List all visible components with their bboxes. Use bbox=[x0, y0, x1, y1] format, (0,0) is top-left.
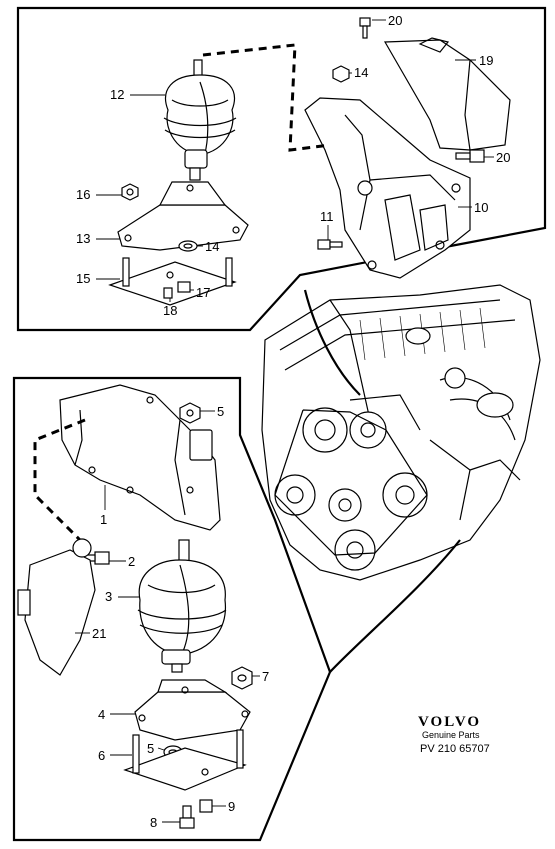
svg-text:18: 18 bbox=[163, 303, 177, 318]
callout-12: 12 bbox=[110, 87, 165, 102]
svg-text:2: 2 bbox=[128, 554, 135, 569]
svg-text:17: 17 bbox=[196, 285, 210, 300]
svg-text:12: 12 bbox=[110, 87, 124, 102]
svg-text:1: 1 bbox=[100, 512, 107, 527]
brand-tagline: Genuine Parts bbox=[422, 730, 480, 740]
svg-text:20: 20 bbox=[388, 13, 402, 28]
bolt-8 bbox=[179, 805, 195, 829]
svg-text:14: 14 bbox=[354, 65, 368, 80]
bolt-20-side bbox=[455, 149, 485, 163]
callout-14-upper: 14 bbox=[349, 65, 368, 80]
callout-11: 11 bbox=[320, 209, 334, 240]
bracket-4 bbox=[134, 679, 251, 741]
callout-8: 8 bbox=[150, 815, 180, 830]
nut-16 bbox=[121, 183, 139, 201]
nut-14-upper bbox=[332, 65, 350, 83]
callout-18: 18 bbox=[163, 298, 177, 318]
svg-text:21: 21 bbox=[92, 626, 106, 641]
engine-link-upper bbox=[303, 289, 361, 396]
plate-6 bbox=[123, 729, 247, 791]
svg-text:4: 4 bbox=[98, 707, 105, 722]
svg-text:20: 20 bbox=[496, 150, 510, 165]
cover-21 bbox=[17, 538, 96, 676]
nut-7 bbox=[231, 666, 253, 690]
callout-5-upper: 5 bbox=[200, 404, 224, 419]
svg-text:8: 8 bbox=[150, 815, 157, 830]
svg-text:7: 7 bbox=[262, 669, 269, 684]
callout-9: 9 bbox=[212, 799, 235, 814]
callout-17: 17 bbox=[190, 285, 210, 300]
svg-text:5: 5 bbox=[217, 404, 224, 419]
svg-text:13: 13 bbox=[76, 231, 90, 246]
upper-inset-frame bbox=[16, 6, 547, 332]
engine-mount-3 bbox=[137, 539, 227, 673]
bolts-17-18 bbox=[163, 281, 191, 299]
callout-19: 19 bbox=[455, 53, 493, 68]
callout-20-top: 20 bbox=[372, 13, 402, 28]
callout-16: 16 bbox=[76, 187, 122, 202]
assembly-path-lower bbox=[33, 418, 86, 542]
engine-mount-12 bbox=[163, 59, 237, 181]
callout-2: 2 bbox=[109, 554, 135, 569]
engine-bracket-10 bbox=[304, 97, 471, 279]
diagram-reference-number: PV 210 65707 bbox=[420, 743, 490, 755]
svg-text:10: 10 bbox=[474, 200, 488, 215]
callout-21: 21 bbox=[75, 626, 106, 641]
brand-wordmark: VOLVO bbox=[418, 714, 481, 730]
engine-illustration bbox=[261, 284, 541, 581]
engine-link-lower bbox=[329, 539, 461, 673]
callout-4: 4 bbox=[98, 707, 135, 722]
svg-text:3: 3 bbox=[105, 589, 112, 604]
callout-3: 3 bbox=[105, 589, 140, 604]
assembly-path-upper bbox=[202, 43, 331, 152]
callout-13: 13 bbox=[76, 231, 120, 246]
callout-7: 7 bbox=[252, 669, 269, 684]
callout-5-lower: 5 bbox=[147, 741, 165, 756]
svg-text:19: 19 bbox=[479, 53, 493, 68]
svg-text:11: 11 bbox=[320, 209, 334, 224]
bolt-20-top bbox=[359, 17, 371, 39]
bracket-1 bbox=[59, 384, 221, 531]
svg-text:6: 6 bbox=[98, 748, 105, 763]
bracket-13 bbox=[117, 181, 249, 251]
callout-1: 1 bbox=[100, 485, 107, 527]
plate-15 bbox=[108, 257, 237, 306]
lower-inset-frame bbox=[12, 376, 332, 842]
callout-6: 6 bbox=[98, 748, 132, 763]
callout-15: 15 bbox=[76, 271, 120, 286]
callout-14-lower: 14 bbox=[197, 239, 219, 254]
svg-text:5: 5 bbox=[147, 741, 154, 756]
svg-text:9: 9 bbox=[228, 799, 235, 814]
washer-14-upper-inset bbox=[178, 240, 198, 252]
svg-text:15: 15 bbox=[76, 271, 90, 286]
svg-text:16: 16 bbox=[76, 187, 90, 202]
callout-10: 10 bbox=[458, 200, 488, 215]
svg-text:14: 14 bbox=[205, 239, 219, 254]
callout-20-side: 20 bbox=[484, 150, 510, 165]
bolt-11 bbox=[317, 239, 343, 250]
cover-19 bbox=[383, 37, 511, 151]
bolt-9 bbox=[199, 799, 213, 813]
nut-5-upper bbox=[179, 402, 201, 424]
